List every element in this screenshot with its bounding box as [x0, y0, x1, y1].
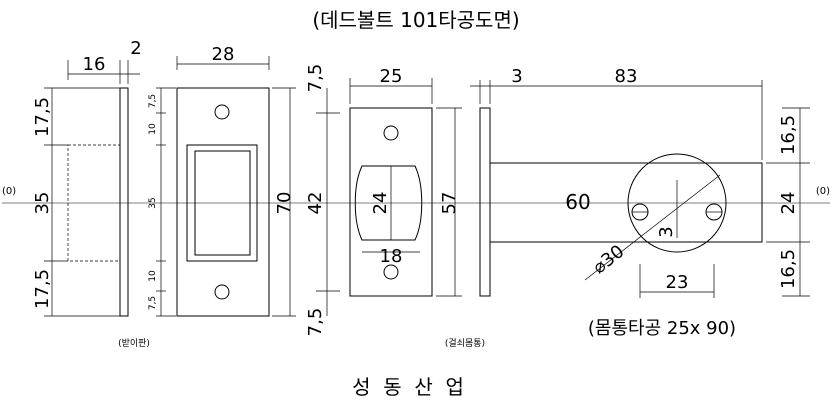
dim-top-75: 7,5: [305, 64, 326, 93]
strike-plate-outline: [119, 87, 129, 317]
dim-latch-width: 25: [380, 66, 403, 87]
center-mark-right: (0): [816, 186, 830, 197]
faceplate-height-dim: 70: [272, 87, 296, 317]
latch-body-view: [349, 107, 433, 297]
strike-box-hidden: [67, 144, 121, 262]
dim-latch-hole: 24: [370, 192, 391, 215]
bore-right-dims: 16,5 24 16,5: [766, 107, 810, 297]
strike-width-dims: 16 2: [67, 38, 142, 84]
strike-plate-side-view: [67, 87, 129, 317]
door-edge-plate: [479, 107, 491, 297]
latch-width-dim: 25: [349, 66, 433, 104]
screw-hole-bottom: [214, 284, 230, 300]
latch-screw-bottom: [383, 264, 399, 280]
bore-top-dims: 3 83: [470, 66, 763, 160]
dim-small-75-bottom: 7,5: [148, 296, 158, 310]
faceplate-outline: [176, 87, 270, 317]
faceplate-window-outer: [186, 144, 258, 262]
latch-body-outline: [349, 107, 433, 297]
dim-strike-mid: 35: [32, 192, 53, 215]
dim-small-75-top: 7,5: [148, 94, 158, 108]
latch-height-dim: 57: [436, 107, 462, 297]
faceplate-window-inner: [194, 150, 251, 256]
diameter-leader: [584, 174, 721, 281]
dim-right-bottom: 16,5: [778, 249, 799, 289]
bore-channel: [489, 162, 763, 243]
dim-strike-top: 17,5: [32, 97, 53, 137]
dim-strike-width: 16: [83, 54, 106, 75]
bore-hole-spacing-dim: 23: [639, 264, 715, 298]
strike-height-dims: 17,5 35 17,5: [32, 87, 120, 317]
faceplate-width-dim: 28: [176, 44, 270, 70]
latch-bore-hole: [354, 165, 423, 241]
dim-side-3: 3: [511, 66, 522, 87]
latch-vertical-dims: 7,5 42 7,5: [305, 64, 340, 337]
company-name: 성 동 산 업: [352, 375, 464, 399]
dim-latch-height: 57: [439, 192, 460, 215]
dim-strike-thickness: 2: [130, 38, 141, 59]
center-mark-left: (0): [2, 186, 16, 197]
dim-right-mid: 24: [778, 192, 799, 215]
dim-small-10-bottom: 10: [148, 270, 158, 282]
door-section-view: [479, 107, 763, 297]
screw-hole-top: [214, 104, 230, 120]
caption-bore: (몸통타공 25x 90): [588, 318, 736, 339]
dim-hole-23: 23: [666, 272, 689, 293]
dim-backset-83: 83: [615, 66, 638, 87]
dim-faceplate-width: 28: [212, 44, 235, 65]
dim-hole-3: 3: [656, 226, 677, 237]
caption-strike-plate: (받이판): [118, 338, 150, 349]
dim-right-top: 16,5: [778, 115, 799, 155]
small-dims-column: 7,5 10 35 10 7,5: [148, 87, 176, 317]
dim-bottom-75: 7,5: [305, 308, 326, 337]
caption-latch-body: (걸쇠몸통): [445, 338, 485, 349]
dim-strike-bottom: 17,5: [32, 269, 53, 309]
dim-small-10-top: 10: [148, 123, 158, 135]
cylinder-bore-circle: [627, 153, 727, 253]
dim-faceplate-height: 70: [274, 192, 295, 215]
dim-small-35: 35: [148, 197, 158, 208]
latch-screw-top: [383, 125, 399, 141]
dim-latch-hole-width: 18: [380, 246, 403, 267]
faceplate-front-view: [176, 87, 270, 317]
dim-backset-60: 60: [565, 190, 590, 214]
drawing-title: (데드볼트 101타공도면): [312, 8, 519, 32]
dim-mid-42: 42: [305, 192, 326, 215]
